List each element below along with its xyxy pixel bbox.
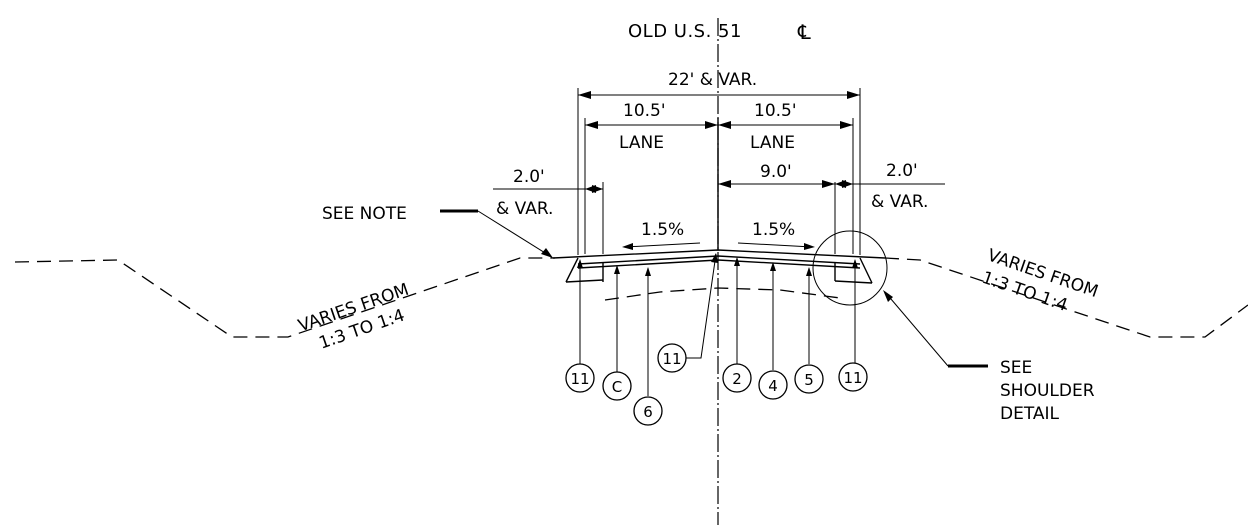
leader-c3-arrow <box>645 267 651 276</box>
callout-circle-7 <box>794 364 824 394</box>
shoulder-detail-leader <box>884 291 949 367</box>
callout-circle-4 <box>657 343 687 373</box>
dim-right-shoulder-arrow-2 <box>835 180 846 188</box>
callout-text-6: 4 <box>768 377 778 395</box>
shoulder-detail-circle <box>812 230 888 306</box>
leader-c2-arrow <box>614 265 620 274</box>
left-slope-arrow-line <box>624 242 701 248</box>
right-shoulder-bottom <box>834 280 873 284</box>
callout-text-5: 2 <box>732 370 742 388</box>
dim-left-lane-label: LANE <box>619 133 664 153</box>
dim-overall-label: 22' & VAR. <box>668 70 757 90</box>
dim-offset-arrow-r <box>822 180 835 188</box>
leader-c4-arrow <box>711 253 718 263</box>
dim-left-shoulder-width: 2.0' <box>513 167 545 187</box>
right-slope-label: 1.5% <box>752 220 795 240</box>
dim-right-shoulder-var: & VAR. <box>871 192 928 212</box>
dim-left-shoulder-var: & VAR. <box>496 199 553 219</box>
leader-c7-arrow <box>806 267 812 276</box>
callout-circle-8 <box>838 362 868 392</box>
see-note-arrowhead <box>541 248 553 258</box>
left-ground-line <box>14 257 555 338</box>
right-side-slope-note: VARIES FROM 1:3 TO 1:4 <box>979 245 1100 315</box>
leader-c4 <box>686 253 717 359</box>
dim-right-shoulder-width: 2.0' <box>886 161 918 181</box>
dim-overall-arrow-right <box>847 91 860 99</box>
dim-offset-arrow-l <box>718 180 731 188</box>
subgrade-line <box>604 287 841 301</box>
shoulder-detail-line1: SEE <box>1000 358 1032 378</box>
callout-text-1: 11 <box>570 370 589 388</box>
callout-circle-5 <box>722 363 752 393</box>
shoulder-detail-line3: DETAIL <box>1000 404 1060 424</box>
leader-c5-arrow <box>734 257 740 266</box>
leader-c6-arrow <box>770 262 776 271</box>
leader-c1-arrow <box>577 259 583 268</box>
callout-text-7: 5 <box>804 371 814 389</box>
pavement-layer-1 <box>577 255 861 265</box>
dim-left-lane-arrow-l <box>585 121 598 129</box>
leader-c8-arrow <box>852 259 858 268</box>
left-shoulder-bottom <box>565 279 604 283</box>
left-side-slope-note: VARIES FROM 1:3 TO 1:4 <box>296 280 412 354</box>
callout-circle-6 <box>758 370 788 400</box>
callout-circle-3 <box>633 396 663 426</box>
pavement-section <box>552 249 886 284</box>
dim-overall-arrow-left <box>578 91 591 99</box>
left-slope-arrowhead <box>622 243 633 250</box>
dim-right-lane-arrow-r <box>840 121 853 129</box>
left-shoulder-edge <box>565 257 579 283</box>
callout-text-4: 11 <box>662 350 681 368</box>
dim-right-lane-width: 10.5' <box>754 101 797 121</box>
left-slope-label: 1.5% <box>641 220 684 240</box>
callout-text-3: 6 <box>643 403 653 421</box>
right-slope-arrow-line <box>737 242 813 248</box>
right-shoulder-edge <box>859 257 873 284</box>
callout-circle-1 <box>565 363 595 393</box>
shoulder-detail-arrowhead <box>883 290 893 302</box>
dim-right-lane-label: LANE <box>750 133 795 153</box>
dim-left-lane-width: 10.5' <box>623 101 666 121</box>
dim-offset-label: 9.0' <box>760 162 792 182</box>
callout-text-8: 11 <box>843 369 862 387</box>
dim-left-lane-arrow-r <box>705 121 718 129</box>
see-note-leader <box>477 210 551 257</box>
right-slope-arrowhead <box>804 243 815 250</box>
dim-left-shoulder-arrow-2 <box>592 185 603 193</box>
shoulder-detail-line2: SHOULDER <box>1000 381 1095 401</box>
callout-text-2: C <box>612 378 622 396</box>
right-ground-line <box>884 257 1248 338</box>
centerline-title: OLD U.S. 51 <box>628 21 742 42</box>
callout-circle-2 <box>602 371 632 401</box>
see-note-label: SEE NOTE <box>322 204 407 224</box>
centerline-symbol: ℄ <box>797 20 811 44</box>
dim-right-lane-arrow-l <box>718 121 731 129</box>
